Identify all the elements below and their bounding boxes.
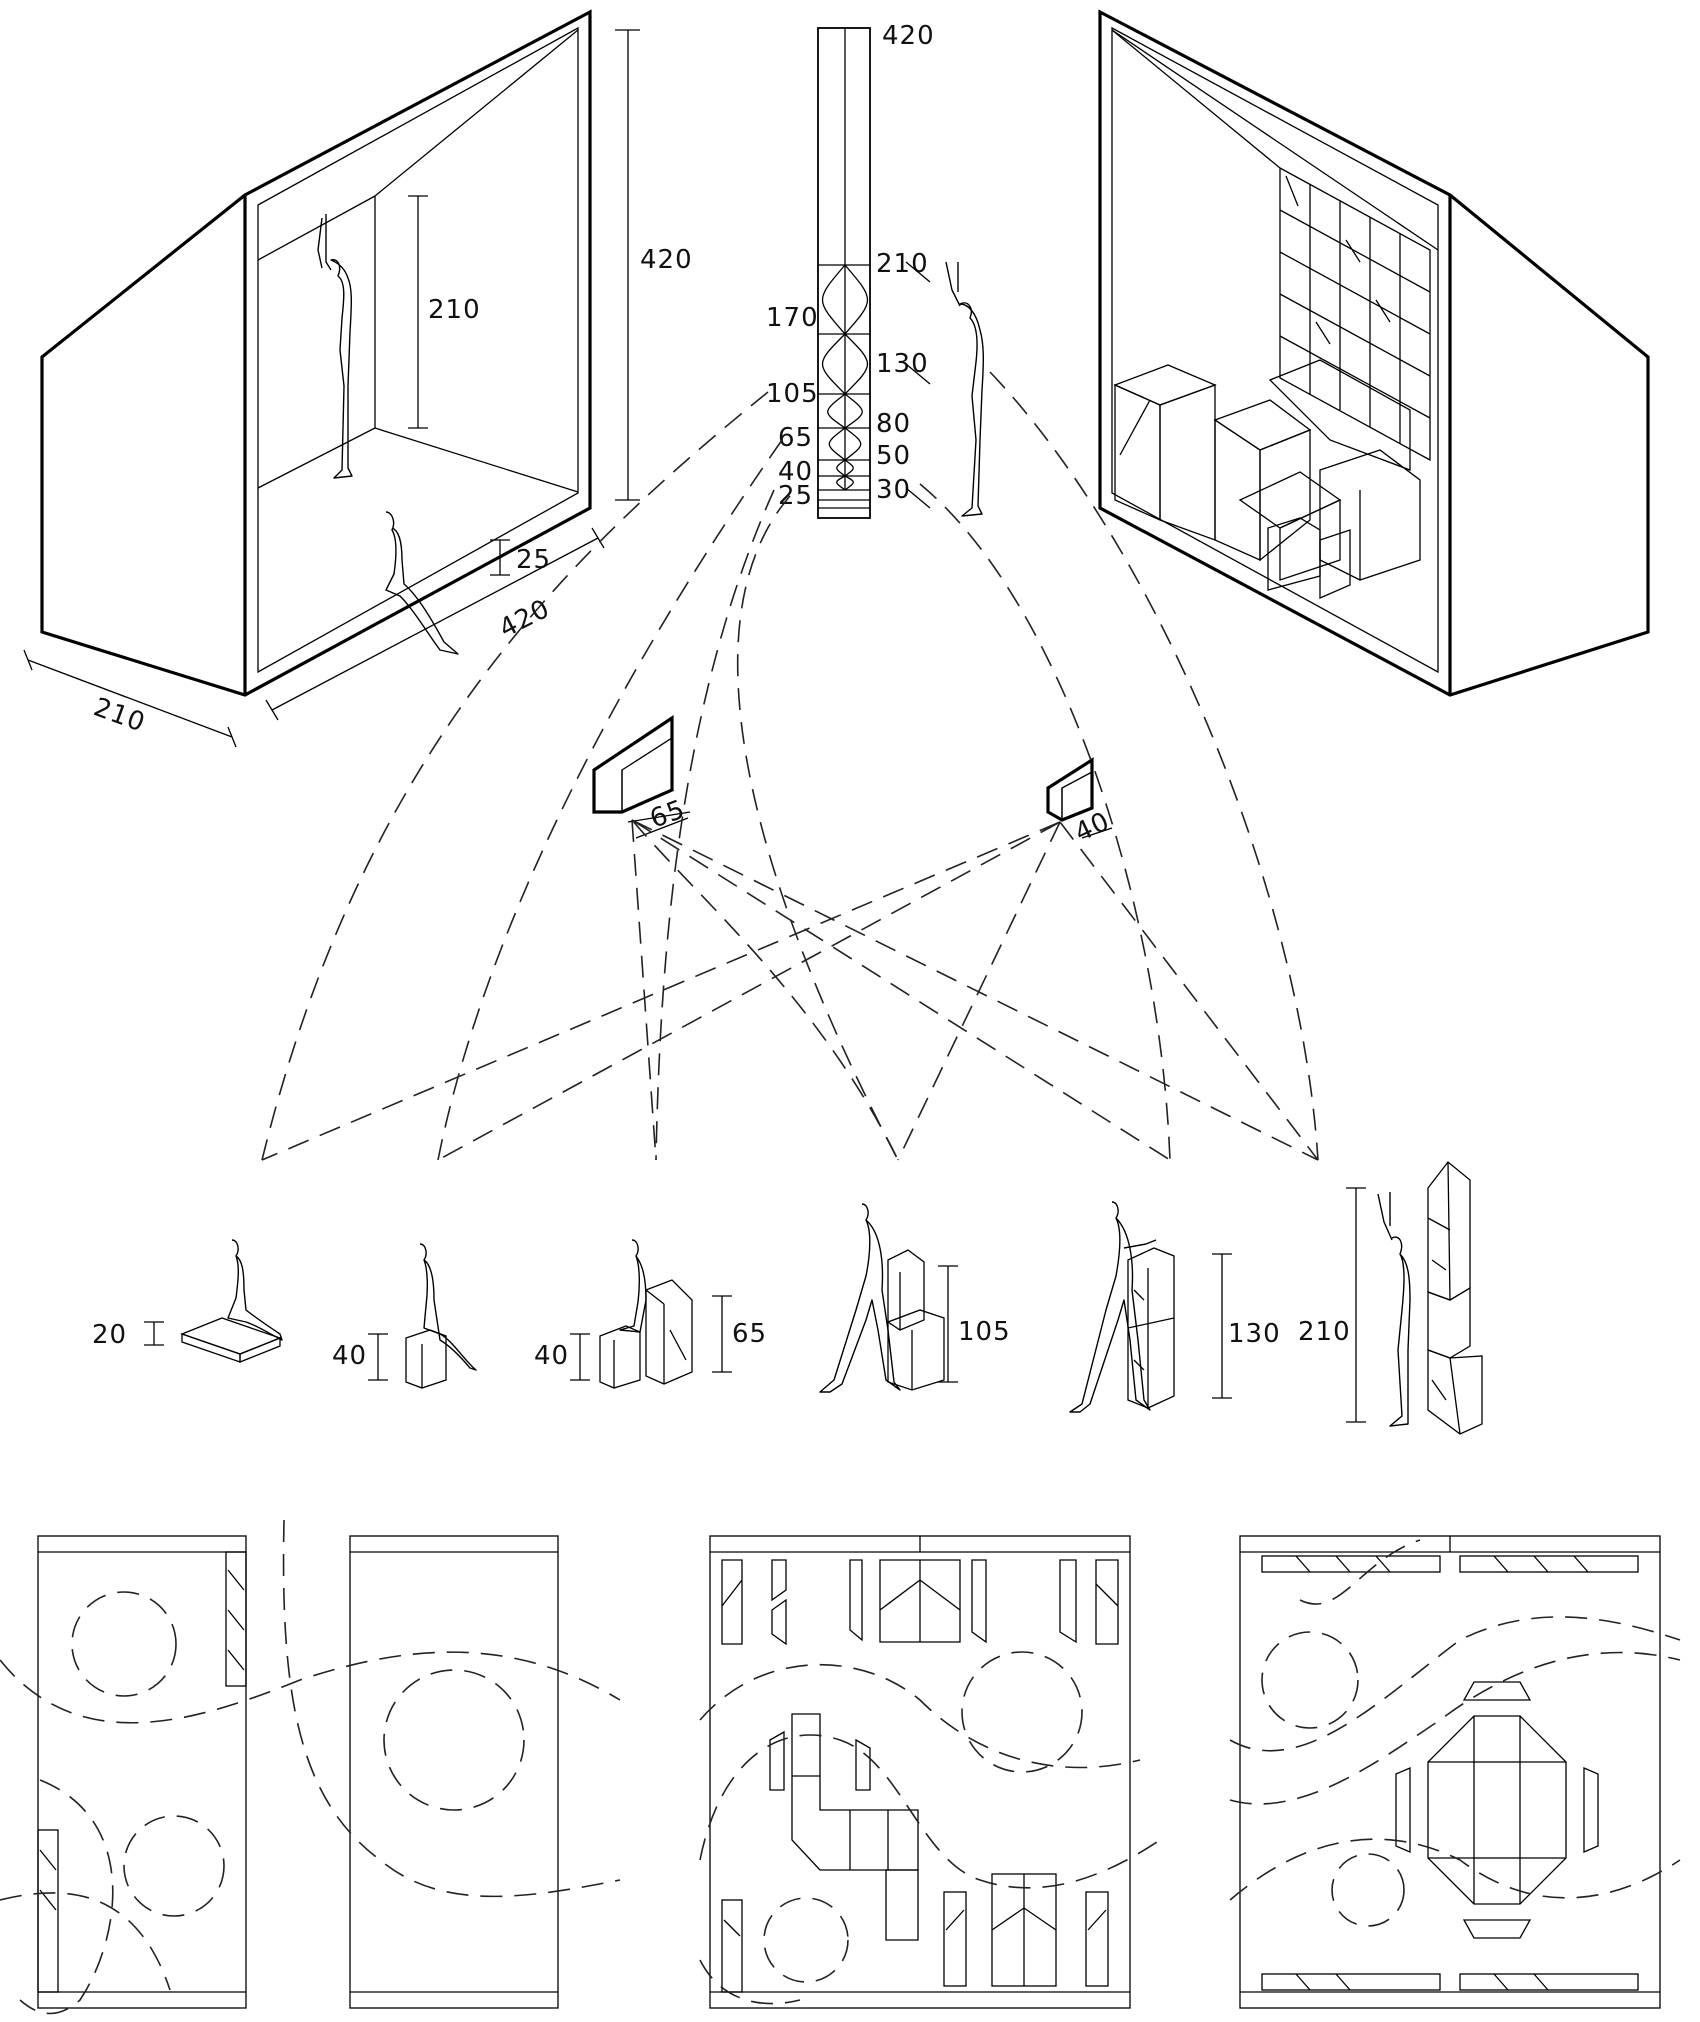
left-room-floor-diag [374, 427, 579, 493]
elevation-130: 130 [1069, 1201, 1281, 1413]
label-module-65: 65 [646, 794, 689, 834]
plan-3 [1229, 1535, 1681, 2009]
scale-figure [945, 261, 985, 517]
right-room-inner-frame [1111, 26, 1439, 674]
scale-label-65: 65 [778, 423, 813, 453]
plan-2 [699, 1535, 1161, 2009]
left-room: 210 420 25 420 210 [23, 9, 693, 748]
left-room-outline [40, 9, 592, 697]
right-room [1098, 9, 1650, 697]
elevation-40a: 40 [332, 1243, 477, 1389]
height-scale-bar: 420 210 170 130 105 80 65 50 40 30 25 [766, 21, 935, 519]
right-room-outline [1098, 9, 1650, 697]
label-h130: 130 [1228, 1319, 1281, 1349]
wall-shelving [1279, 166, 1431, 462]
module-box-right: 40 [1046, 757, 1115, 848]
label-h65: 65 [732, 1319, 767, 1349]
scale-label-80: 80 [876, 409, 911, 439]
label-h20: 20 [92, 1320, 127, 1350]
left-room-floor-line [257, 427, 376, 489]
standing-figure-reaching [317, 214, 353, 479]
scale-label-25: 25 [778, 481, 813, 511]
label-h210: 210 [1298, 1317, 1351, 1347]
label-step: 25 [516, 545, 551, 575]
label-room-height: 420 [640, 245, 693, 275]
scale-label-50: 50 [876, 441, 911, 471]
left-room-inner-frame [257, 26, 579, 674]
label-h105: 105 [958, 1317, 1011, 1347]
module-box-left: 65 [592, 715, 691, 839]
label-h40b: 40 [534, 1341, 569, 1371]
scale-label-170: 170 [766, 303, 819, 333]
elevation-row: 20 40 40 [92, 1161, 1483, 1435]
scale-label-30: 30 [876, 475, 911, 505]
elevation-40b-65: 40 65 [534, 1239, 767, 1389]
label-h40a: 40 [332, 1341, 367, 1371]
scale-label-40: 40 [778, 457, 813, 487]
elevation-210: 210 [1298, 1161, 1483, 1435]
scale-label-210: 210 [876, 249, 929, 279]
left-room-ceiling-line [257, 195, 376, 261]
label-inner-height: 210 [428, 295, 481, 325]
seated-figure [385, 511, 459, 655]
scale-label-420: 420 [882, 21, 935, 51]
floor-boxes [1113, 359, 1421, 599]
left-room-slope-line [374, 29, 579, 197]
dashed-connections [261, 371, 1319, 1161]
elevation-20: 20 [92, 1239, 283, 1363]
scale-label-105: 105 [766, 379, 819, 409]
scale-label-130: 130 [876, 349, 929, 379]
elevation-105: 105 [819, 1203, 1011, 1393]
label-room-length: 420 [495, 594, 556, 645]
plan-1 [0, 1519, 621, 2015]
label-room-depth: 210 [90, 692, 150, 738]
